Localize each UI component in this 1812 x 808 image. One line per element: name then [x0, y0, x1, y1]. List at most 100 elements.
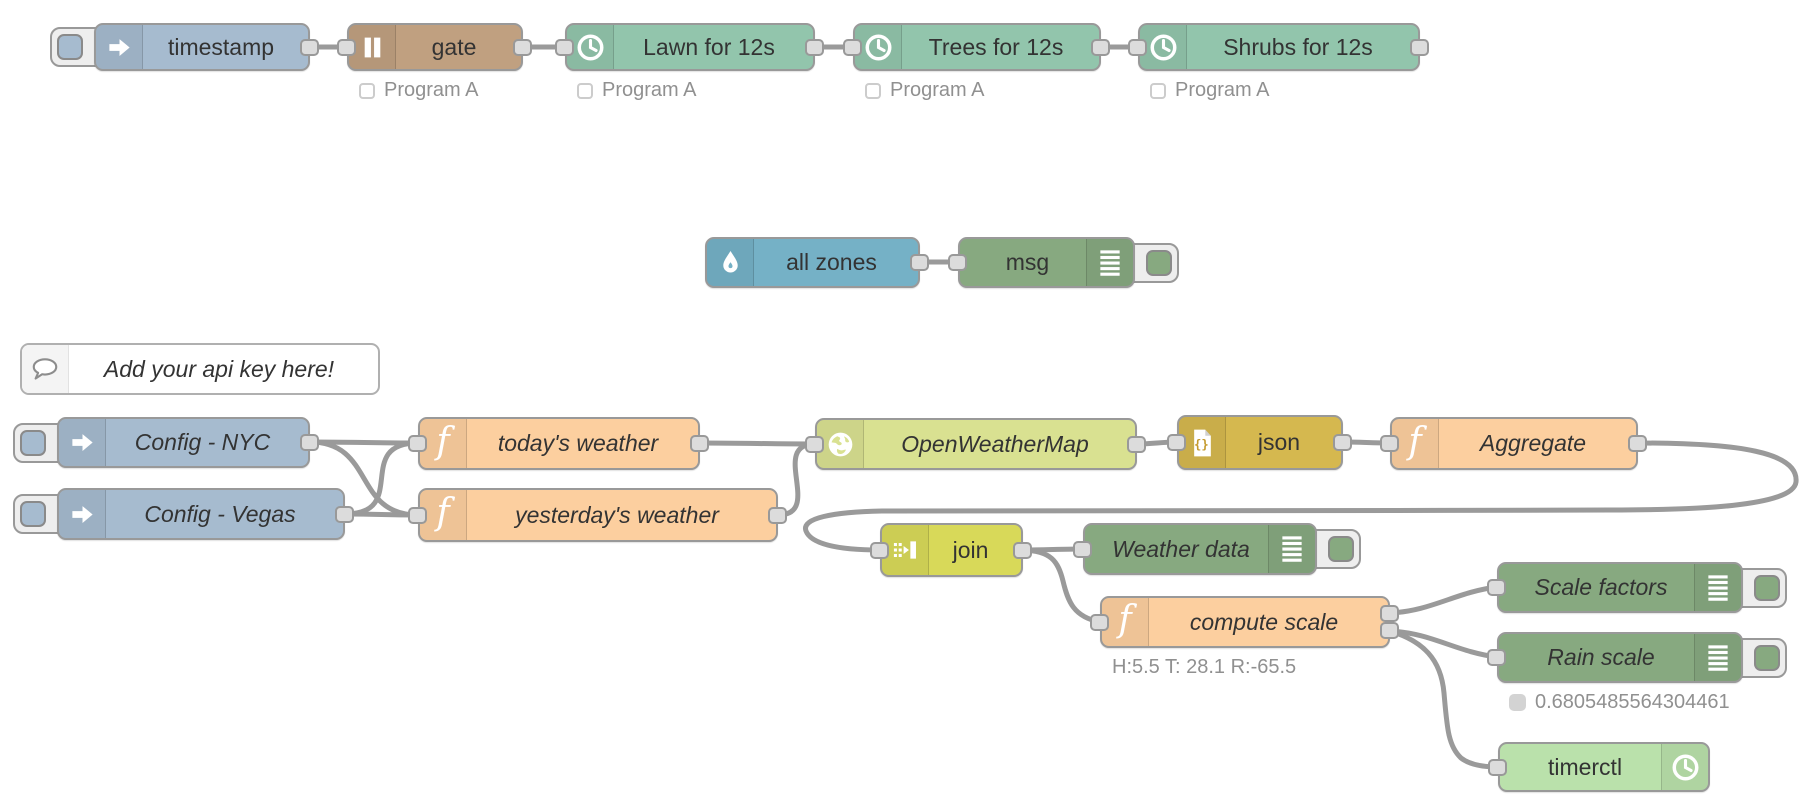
node-status: 0.6805485564304461	[1509, 691, 1730, 714]
output-port[interactable]	[513, 38, 532, 56]
input-port[interactable]	[1128, 38, 1147, 56]
status-ring	[865, 82, 881, 99]
node-label: Weather data	[1112, 535, 1250, 562]
node-label: timestamp	[167, 33, 275, 60]
output-port[interactable]	[1013, 541, 1032, 559]
status-ring	[577, 82, 593, 99]
function-f-icon: f	[420, 419, 467, 468]
input-port[interactable]	[555, 38, 574, 56]
comment-bubble-icon	[22, 345, 69, 393]
node-status: Program A	[359, 79, 478, 102]
node-body-config-nyc[interactable]: Config - NYC	[57, 417, 310, 468]
output-port[interactable]	[768, 506, 787, 524]
input-port[interactable]	[1488, 758, 1507, 776]
input-port[interactable]	[408, 435, 427, 452]
wire-join-to-compute-scale[interactable]	[1020, 547, 1103, 625]
node-body-timestamp[interactable]: timestamp	[94, 23, 310, 71]
clock-icon	[567, 25, 614, 69]
output-port[interactable]	[300, 38, 319, 56]
output-port[interactable]	[1127, 435, 1146, 453]
output-port[interactable]	[910, 254, 929, 271]
node-join: join	[870, 523, 1032, 577]
input-port[interactable]	[1487, 649, 1506, 666]
wire-config-nyc-to-yesterdays-weather[interactable]	[307, 439, 421, 518]
input-port[interactable]	[870, 541, 889, 559]
node-body-comment[interactable]: Add your api key here!	[20, 343, 380, 395]
node-body-all-zones[interactable]: all zones	[705, 237, 920, 288]
output-port[interactable]	[1628, 435, 1647, 452]
wire-compute-scale-to-timerctl[interactable]	[1387, 628, 1501, 770]
node-comment: Add your api key here!	[20, 343, 380, 395]
input-port[interactable]	[1380, 435, 1399, 452]
input-port[interactable]	[948, 254, 967, 271]
node-body-msg[interactable]: msg	[958, 237, 1135, 288]
output-port[interactable]	[300, 434, 319, 451]
inject-arrow-icon	[59, 490, 106, 538]
inject-arrow-icon	[59, 419, 106, 466]
node-body-lawn[interactable]: Lawn for 12s	[565, 23, 815, 71]
inject-button-pad[interactable]	[20, 429, 46, 456]
input-port[interactable]	[1073, 540, 1092, 558]
input-port[interactable]	[1487, 579, 1506, 596]
inject-button-pad[interactable]	[20, 501, 46, 527]
node-msg: msg	[948, 237, 1179, 288]
input-port[interactable]	[805, 435, 824, 453]
node-label: json	[1257, 429, 1301, 455]
debug-toggle-pad[interactable]	[1328, 536, 1354, 562]
status-text: Program A	[890, 79, 985, 101]
input-port[interactable]	[843, 38, 862, 56]
node-body-json[interactable]: {}json	[1177, 415, 1343, 470]
output-port[interactable]	[1333, 434, 1352, 451]
input-port[interactable]	[408, 506, 427, 524]
input-port[interactable]	[1167, 434, 1186, 451]
wire-aggregate-to-join[interactable]	[803, 440, 1799, 553]
node-body-rain-scale[interactable]: Rain scale	[1497, 632, 1743, 683]
node-body-join[interactable]: join	[880, 523, 1023, 577]
node-body-todays-weather[interactable]: f today's weather	[418, 417, 700, 470]
output-port[interactable]	[1410, 38, 1429, 56]
debug-toggle-pad[interactable]	[1754, 644, 1780, 671]
wire-config-vegas-to-todays-weather[interactable]	[342, 440, 421, 517]
status-ring	[1150, 82, 1166, 99]
node-status: H:5.5 T: 28.1 R:-65.5	[1112, 656, 1296, 679]
wire-compute-scale-to-rain-scale[interactable]	[1387, 628, 1500, 660]
wire-yesterdays-weather-to-openweathermap[interactable]	[775, 441, 818, 518]
output-port[interactable]	[335, 505, 354, 523]
input-port[interactable]	[337, 38, 356, 56]
node-body-trees[interactable]: Trees for 12s	[853, 23, 1101, 71]
status-text: Program A	[384, 79, 479, 101]
node-all-zones: all zones	[705, 237, 929, 288]
inject-button-pad[interactable]	[57, 34, 83, 60]
output-port[interactable]	[805, 38, 824, 56]
node-body-shrubs[interactable]: Shrubs for 12s	[1138, 23, 1420, 71]
node-body-config-vegas[interactable]: Config - Vegas	[57, 488, 345, 540]
node-body-scale-factors[interactable]: Scale factors	[1497, 562, 1743, 613]
status-ring	[359, 82, 375, 99]
node-weather-data: Weather data	[1073, 523, 1361, 575]
node-label: yesterday's weather	[515, 501, 719, 528]
node-label: today's weather	[497, 430, 659, 456]
debug-toggle-pad[interactable]	[1146, 249, 1172, 276]
node-body-openweathermap[interactable]: OpenWeatherMap	[815, 418, 1137, 470]
node-body-weather-data[interactable]: Weather data	[1083, 523, 1317, 575]
wire-todays-weather-to-openweathermap[interactable]	[697, 440, 818, 447]
node-config-vegas: Config - Vegas	[13, 488, 354, 540]
inject-arrow-icon	[96, 25, 143, 69]
output-port[interactable]	[1091, 38, 1110, 56]
wire-compute-scale-to-scale-factors[interactable]	[1387, 584, 1500, 616]
node-body-timerctl[interactable]: timerctl	[1498, 742, 1710, 792]
output-port[interactable]	[1380, 622, 1399, 640]
function-f-icon: f	[1392, 419, 1439, 468]
debug-toggle-pad[interactable]	[1754, 574, 1780, 601]
output-port[interactable]	[690, 435, 709, 452]
input-port[interactable]	[1090, 613, 1109, 631]
output-port[interactable]	[1380, 604, 1399, 622]
node-body-gate[interactable]: gate	[347, 23, 523, 71]
